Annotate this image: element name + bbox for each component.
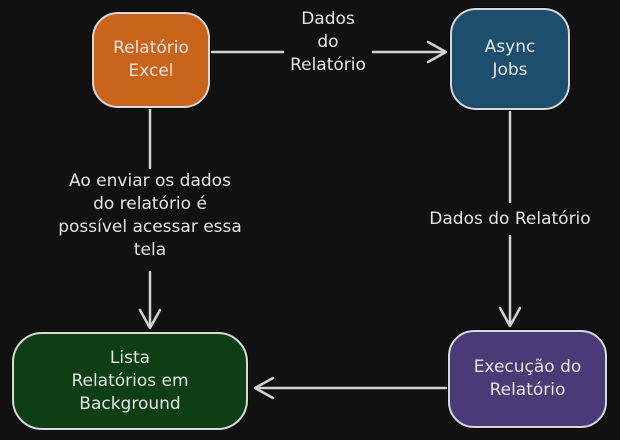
node-relatorio-excel[interactable]: Relatório Excel <box>92 12 210 108</box>
node-async-jobs[interactable]: Async Jobs <box>450 8 570 110</box>
node-label: Lista Relatórios em Background <box>71 347 189 414</box>
node-lista-relatorios-background[interactable]: Lista Relatórios em Background <box>12 332 248 430</box>
node-label: Async Jobs <box>484 37 536 80</box>
arrow-async-to-execucao <box>498 110 522 328</box>
arrowhead-right-icon <box>426 40 448 64</box>
node-label: Execução do Relatório <box>473 357 582 400</box>
edge-label-ao-enviar: Ao enviar os dados do relatório é possív… <box>58 171 242 260</box>
node-execucao-relatorio[interactable]: Execução do Relatório <box>448 330 607 428</box>
arrowhead-left-icon <box>253 376 275 400</box>
node-label: Relatório Excel <box>113 38 189 81</box>
arrow-execucao-to-lista <box>253 376 448 400</box>
arrowhead-down-icon <box>138 308 162 330</box>
edge-label-dados-do-relatorio-right: Dados do Relatório <box>429 209 591 229</box>
arrow-excel-to-asyncjobs <box>210 40 448 64</box>
arrowhead-down-icon <box>498 306 522 328</box>
edge-label-dados-do-relatorio-top: Dados do Relatório <box>290 9 366 75</box>
arrow-excel-to-lista <box>138 108 162 330</box>
